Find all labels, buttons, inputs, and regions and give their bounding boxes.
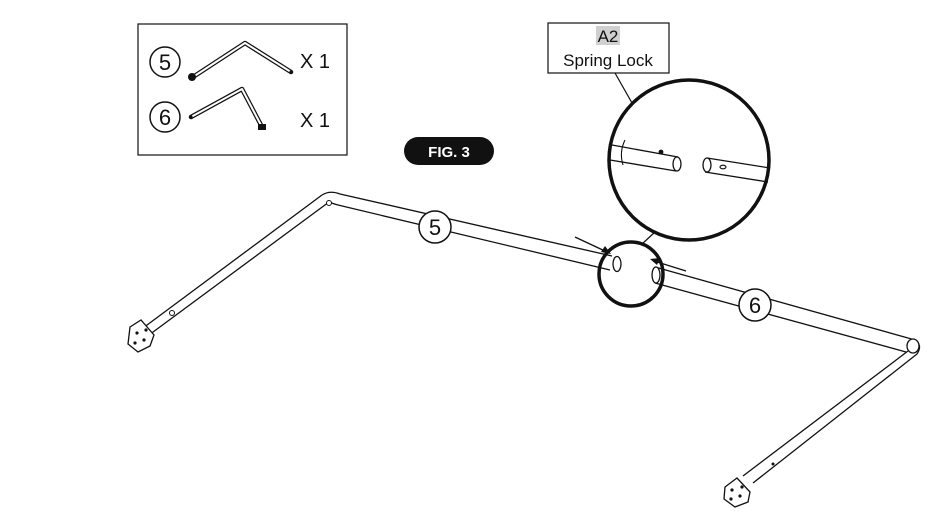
detail-leader-line (641, 231, 656, 245)
spring-lock-pin (658, 149, 664, 155)
assembly-part-number-6: 6 (749, 293, 761, 318)
assembly-label-6: 6 (738, 288, 772, 322)
tube-6-icon (188, 86, 266, 130)
part-number-badge (149, 101, 181, 133)
figure-badge: FIG. 3 (404, 137, 494, 165)
tube-5-icon (188, 40, 294, 81)
insert-arrow-left (574, 236, 611, 254)
tube-6 (651, 266, 921, 508)
part-number-5: 5 (159, 50, 171, 75)
callout-name: Spring Lock (563, 51, 653, 70)
parts-row-6: 6 X 1 (149, 86, 330, 133)
tube-5 (127, 191, 622, 353)
figure-badge-shape (404, 137, 494, 165)
spring-lock-hole (719, 164, 727, 170)
assembly-part-number-5: 5 (429, 215, 441, 240)
detail-tube-right (702, 157, 771, 183)
part-number-badge (149, 46, 181, 78)
detail-tube-left (609, 139, 682, 172)
foot-plate-left (127, 319, 155, 353)
parts-row-5: 5 X 1 (149, 40, 330, 81)
insert-arrow-right (650, 258, 687, 272)
figure-label: FIG. 3 (428, 144, 470, 161)
parts-box: 5 X 1 6 X 1 (137, 23, 348, 156)
joint-highlight-circle (597, 240, 665, 308)
callout-code-highlight (596, 26, 620, 45)
foot-plate-right (723, 477, 751, 508)
assembly-label-5: 5 (418, 210, 452, 244)
callout-code: A2 (598, 27, 619, 46)
part-6-quantity: X 1 (300, 110, 330, 132)
frame-assembly: 5 6 (127, 191, 921, 508)
detail-magnifier (607, 78, 771, 245)
part-5-quantity: X 1 (300, 51, 330, 73)
part-number-6: 6 (159, 105, 171, 130)
detail-circle (607, 78, 771, 242)
